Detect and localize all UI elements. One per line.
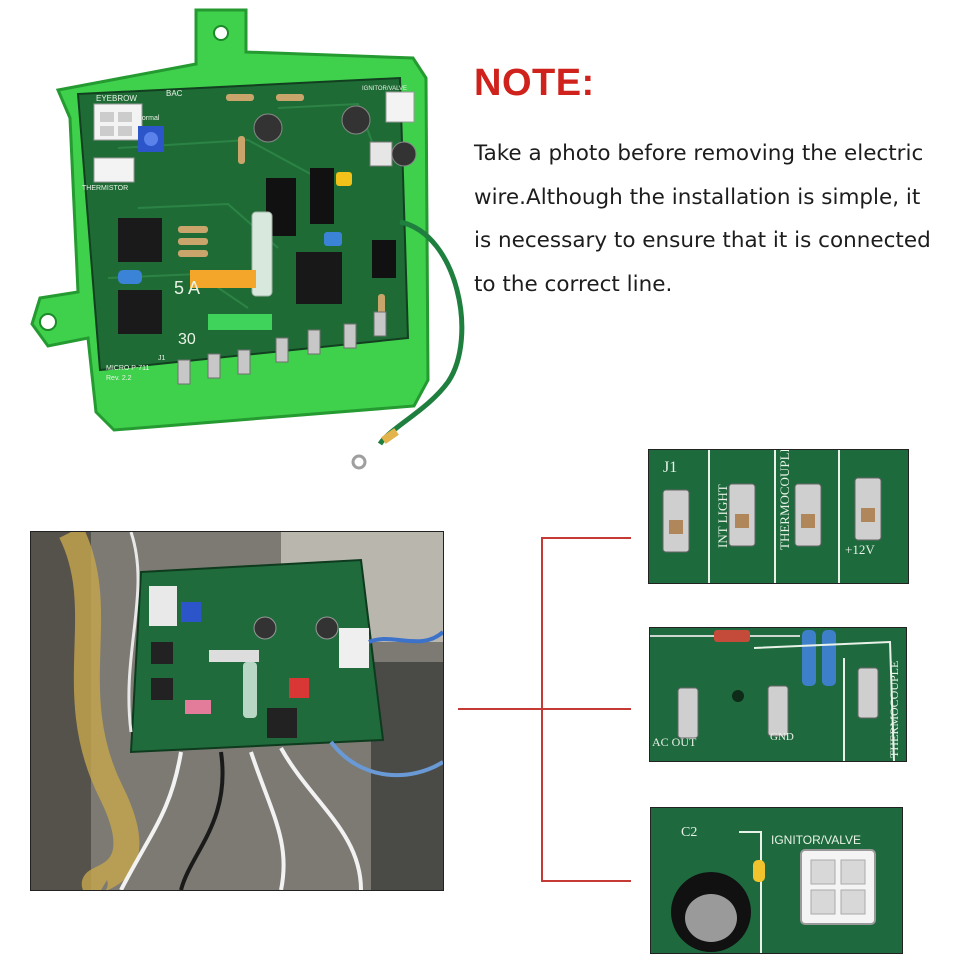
note-line: Take a photo before removing the electri… — [474, 141, 924, 166]
board-label-rev: Rev. 2.2 — [106, 375, 132, 382]
board-label-ignitor-valve: IGNITOR/VALVE — [362, 86, 407, 92]
board-label-bac: BAC — [166, 89, 183, 98]
detail-label-12v: +12V — [845, 542, 875, 557]
board-label-normal: normal — [138, 115, 160, 122]
board-label-30: 30 — [178, 331, 196, 348]
note-body: Take a photo before removing the electri… — [474, 132, 944, 306]
detail-top-image: J1 INT LIGHT THERMOCOUPLE +12V — [649, 450, 908, 583]
installed-board-photo — [30, 531, 444, 891]
board-label-eyebrow: EYEBROW — [96, 94, 137, 103]
detail-photo-top: J1 INT LIGHT THERMOCOUPLE +12V — [648, 449, 909, 584]
detail-label-int-light: INT LIGHT — [715, 484, 730, 548]
installed-board-image — [31, 532, 443, 890]
board-label-5a: 5 A — [174, 278, 200, 298]
connector-stem — [458, 708, 542, 710]
detail-label-ignitor-valve: IGNITOR/VALVE — [771, 833, 861, 847]
connector-branch-top — [541, 537, 631, 539]
note-line: wire.Although the installation is simple… — [474, 184, 921, 210]
connector-branch-middle — [541, 708, 631, 710]
board-label-thermistor: THERMISTOR — [82, 185, 128, 192]
note-line: is necessary to ensure that it is connec… — [474, 228, 931, 253]
note-title: NOTE: — [474, 62, 595, 104]
control-board-image: EYEBROW THERMISTOR IGNITOR/VALVE BAC nor… — [30, 8, 465, 470]
detail-photo-middle: AC OUT GND THERMOCOUPLE — [649, 627, 907, 762]
detail-label-thermocouple: THERMOCOUPLE — [777, 450, 792, 550]
detail-middle-image: AC OUT GND THERMOCOUPLE — [650, 628, 906, 761]
connector-branch-bottom — [541, 880, 631, 882]
detail-label-j1: J1 — [663, 459, 677, 476]
board-label-j1: J1 — [158, 355, 166, 362]
detail-label-thermocouple: THERMOCOUPLE — [887, 661, 901, 758]
note-line: to the correct line. — [474, 271, 673, 297]
board-label-model: MICRO P-711 — [106, 365, 150, 372]
detail-bottom-image: C2 IGNITOR/VALVE — [651, 808, 902, 953]
detail-photo-bottom: C2 IGNITOR/VALVE — [650, 807, 903, 954]
detail-label-ac-out: AC OUT — [652, 735, 697, 749]
detail-label-gnd: GND — [770, 731, 794, 743]
detail-label-c2: C2 — [681, 825, 697, 840]
